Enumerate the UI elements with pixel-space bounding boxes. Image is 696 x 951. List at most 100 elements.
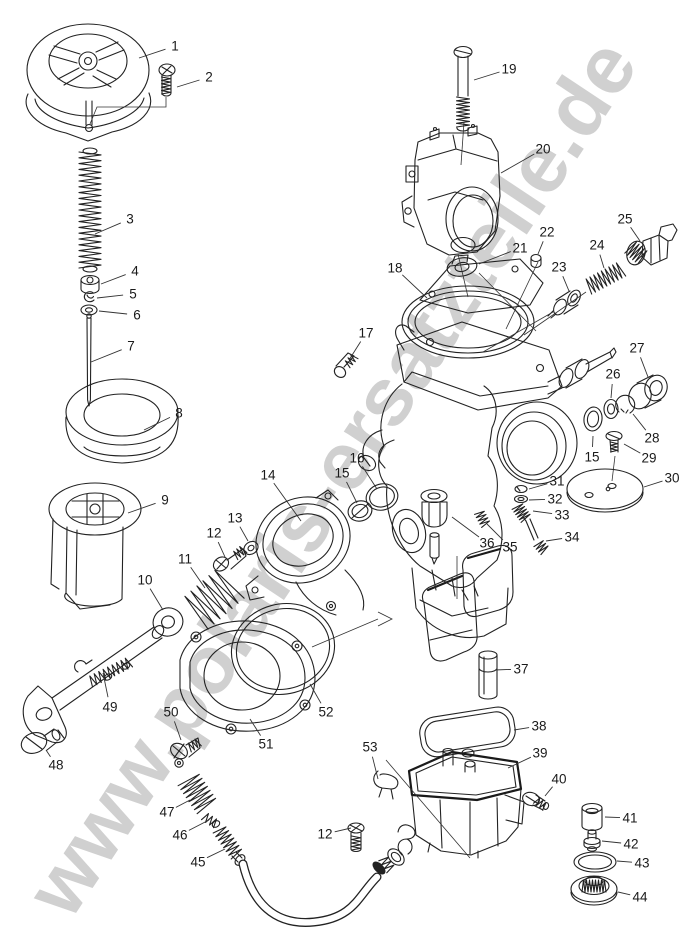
spring-coil: [344, 354, 359, 369]
part-42-valve: [583, 829, 601, 852]
callout-23: 23: [551, 260, 566, 275]
callout-43: 43: [634, 856, 649, 871]
callout-47: 47: [159, 805, 174, 820]
part-53-clamp: [373, 770, 399, 800]
leader-line-21: [478, 251, 511, 265]
leader-line-9: [127, 502, 156, 514]
part-19-long-screw: [453, 45, 473, 166]
part-43-o-ring: [573, 851, 617, 873]
callout-48: 48: [48, 758, 63, 773]
leader-line-30: [643, 480, 663, 488]
part-39-float-bowl: [407, 747, 525, 859]
spring-coil: [585, 262, 627, 295]
leader-line-4: [100, 274, 126, 285]
spring-coil: [78, 151, 102, 269]
leader-line-37: [494, 668, 512, 671]
part-41-cup: [581, 802, 603, 832]
leader-line-27: [640, 357, 649, 378]
leader-line-11: [190, 566, 206, 589]
assembly-alignment-lines: [311, 253, 587, 859]
callout-40: 40: [551, 772, 566, 787]
leader-line-47: [175, 799, 191, 808]
leader-line-45: [206, 848, 226, 859]
callout-9: 9: [161, 493, 169, 508]
spring-coil: [378, 856, 395, 874]
callout-19: 19: [501, 62, 516, 77]
part-49-throttle-shaft: [22, 625, 165, 744]
part-21-ring: [446, 257, 478, 277]
leader-line-22: [537, 241, 544, 255]
spring-coil: [455, 96, 471, 128]
spring-coil: [200, 813, 218, 829]
leader-line-40: [544, 786, 553, 797]
part-51-side-cover: [179, 620, 316, 735]
part-36-needle-jet-assembly: [420, 488, 448, 565]
callout-50: 50: [163, 705, 178, 720]
leader-line-39: [507, 756, 532, 769]
callout-49: 49: [102, 700, 117, 715]
part-46-clip: [200, 813, 218, 829]
part-22-nut: [530, 253, 542, 268]
part-4-spring-seat: [80, 274, 100, 295]
callout-18: 18: [387, 261, 402, 276]
spring-coil: [233, 546, 248, 561]
leader-line-33: [532, 510, 553, 515]
part-8-diaphragm: [65, 378, 179, 464]
leader-line-6: [98, 310, 128, 315]
leader-line-15: [346, 481, 358, 504]
callout-51: 51: [258, 737, 273, 752]
part-7-jet-needle: [86, 313, 92, 407]
spring-coil: [177, 773, 217, 815]
leader-line-8: [143, 416, 171, 431]
spring-coil: [184, 569, 245, 630]
leader-line-20: [500, 153, 535, 174]
part-6-needle-washer: [80, 304, 98, 316]
callout-52: 52: [318, 705, 333, 720]
artwork: [20, 23, 678, 927]
spring-coil: [511, 503, 531, 523]
part-31-washer: [514, 484, 528, 494]
callout-4: 4: [131, 264, 139, 279]
leader-line-26: [610, 383, 613, 399]
leader-line-50: [173, 721, 182, 741]
leader-line-36: [451, 516, 480, 538]
spring-coil: [474, 510, 491, 528]
leader-line-17: [348, 341, 362, 361]
part-16-o-ring-left: [365, 483, 399, 511]
part-26-washer: [603, 398, 619, 420]
callout-24: 24: [589, 238, 605, 253]
leader-line-48: [45, 749, 51, 757]
part-33-spring: [511, 503, 531, 523]
callout-12: 12: [206, 526, 221, 541]
part-30-cover-plate: [566, 468, 644, 513]
leader-line-18: [401, 274, 428, 299]
part-15-seal-right: [583, 406, 603, 432]
leader-line-51: [249, 718, 261, 736]
leader-line-10: [149, 588, 164, 611]
callout-22: 22: [539, 225, 554, 240]
callout-27: 27: [629, 341, 644, 356]
leader-line-24: [599, 254, 605, 269]
part-45-adjuster-and-hose: [211, 820, 405, 927]
callout-15: 15: [334, 466, 349, 481]
part-48-plug-screw: [20, 728, 61, 754]
callout-28: 28: [644, 431, 659, 446]
part-23-cable-adjuster: [547, 289, 581, 319]
callout-26: 26: [605, 367, 620, 382]
callout-11: 11: [178, 552, 192, 567]
spring-coil: [350, 835, 362, 851]
leader-line-35: [486, 523, 504, 541]
spring-coil: [533, 540, 549, 556]
callout-12: 12: [317, 827, 332, 842]
callout-30: 30: [664, 471, 679, 486]
leader-line-49: [102, 672, 109, 698]
part-17-screw: [333, 352, 355, 378]
part-29-cover-screw: [605, 430, 623, 482]
leader-line-53: [371, 756, 379, 780]
leader-line-44: [617, 891, 631, 896]
carburetor-body: [357, 321, 617, 639]
part-9-throttle-slide: [48, 482, 142, 610]
callout-45: 45: [190, 855, 205, 870]
